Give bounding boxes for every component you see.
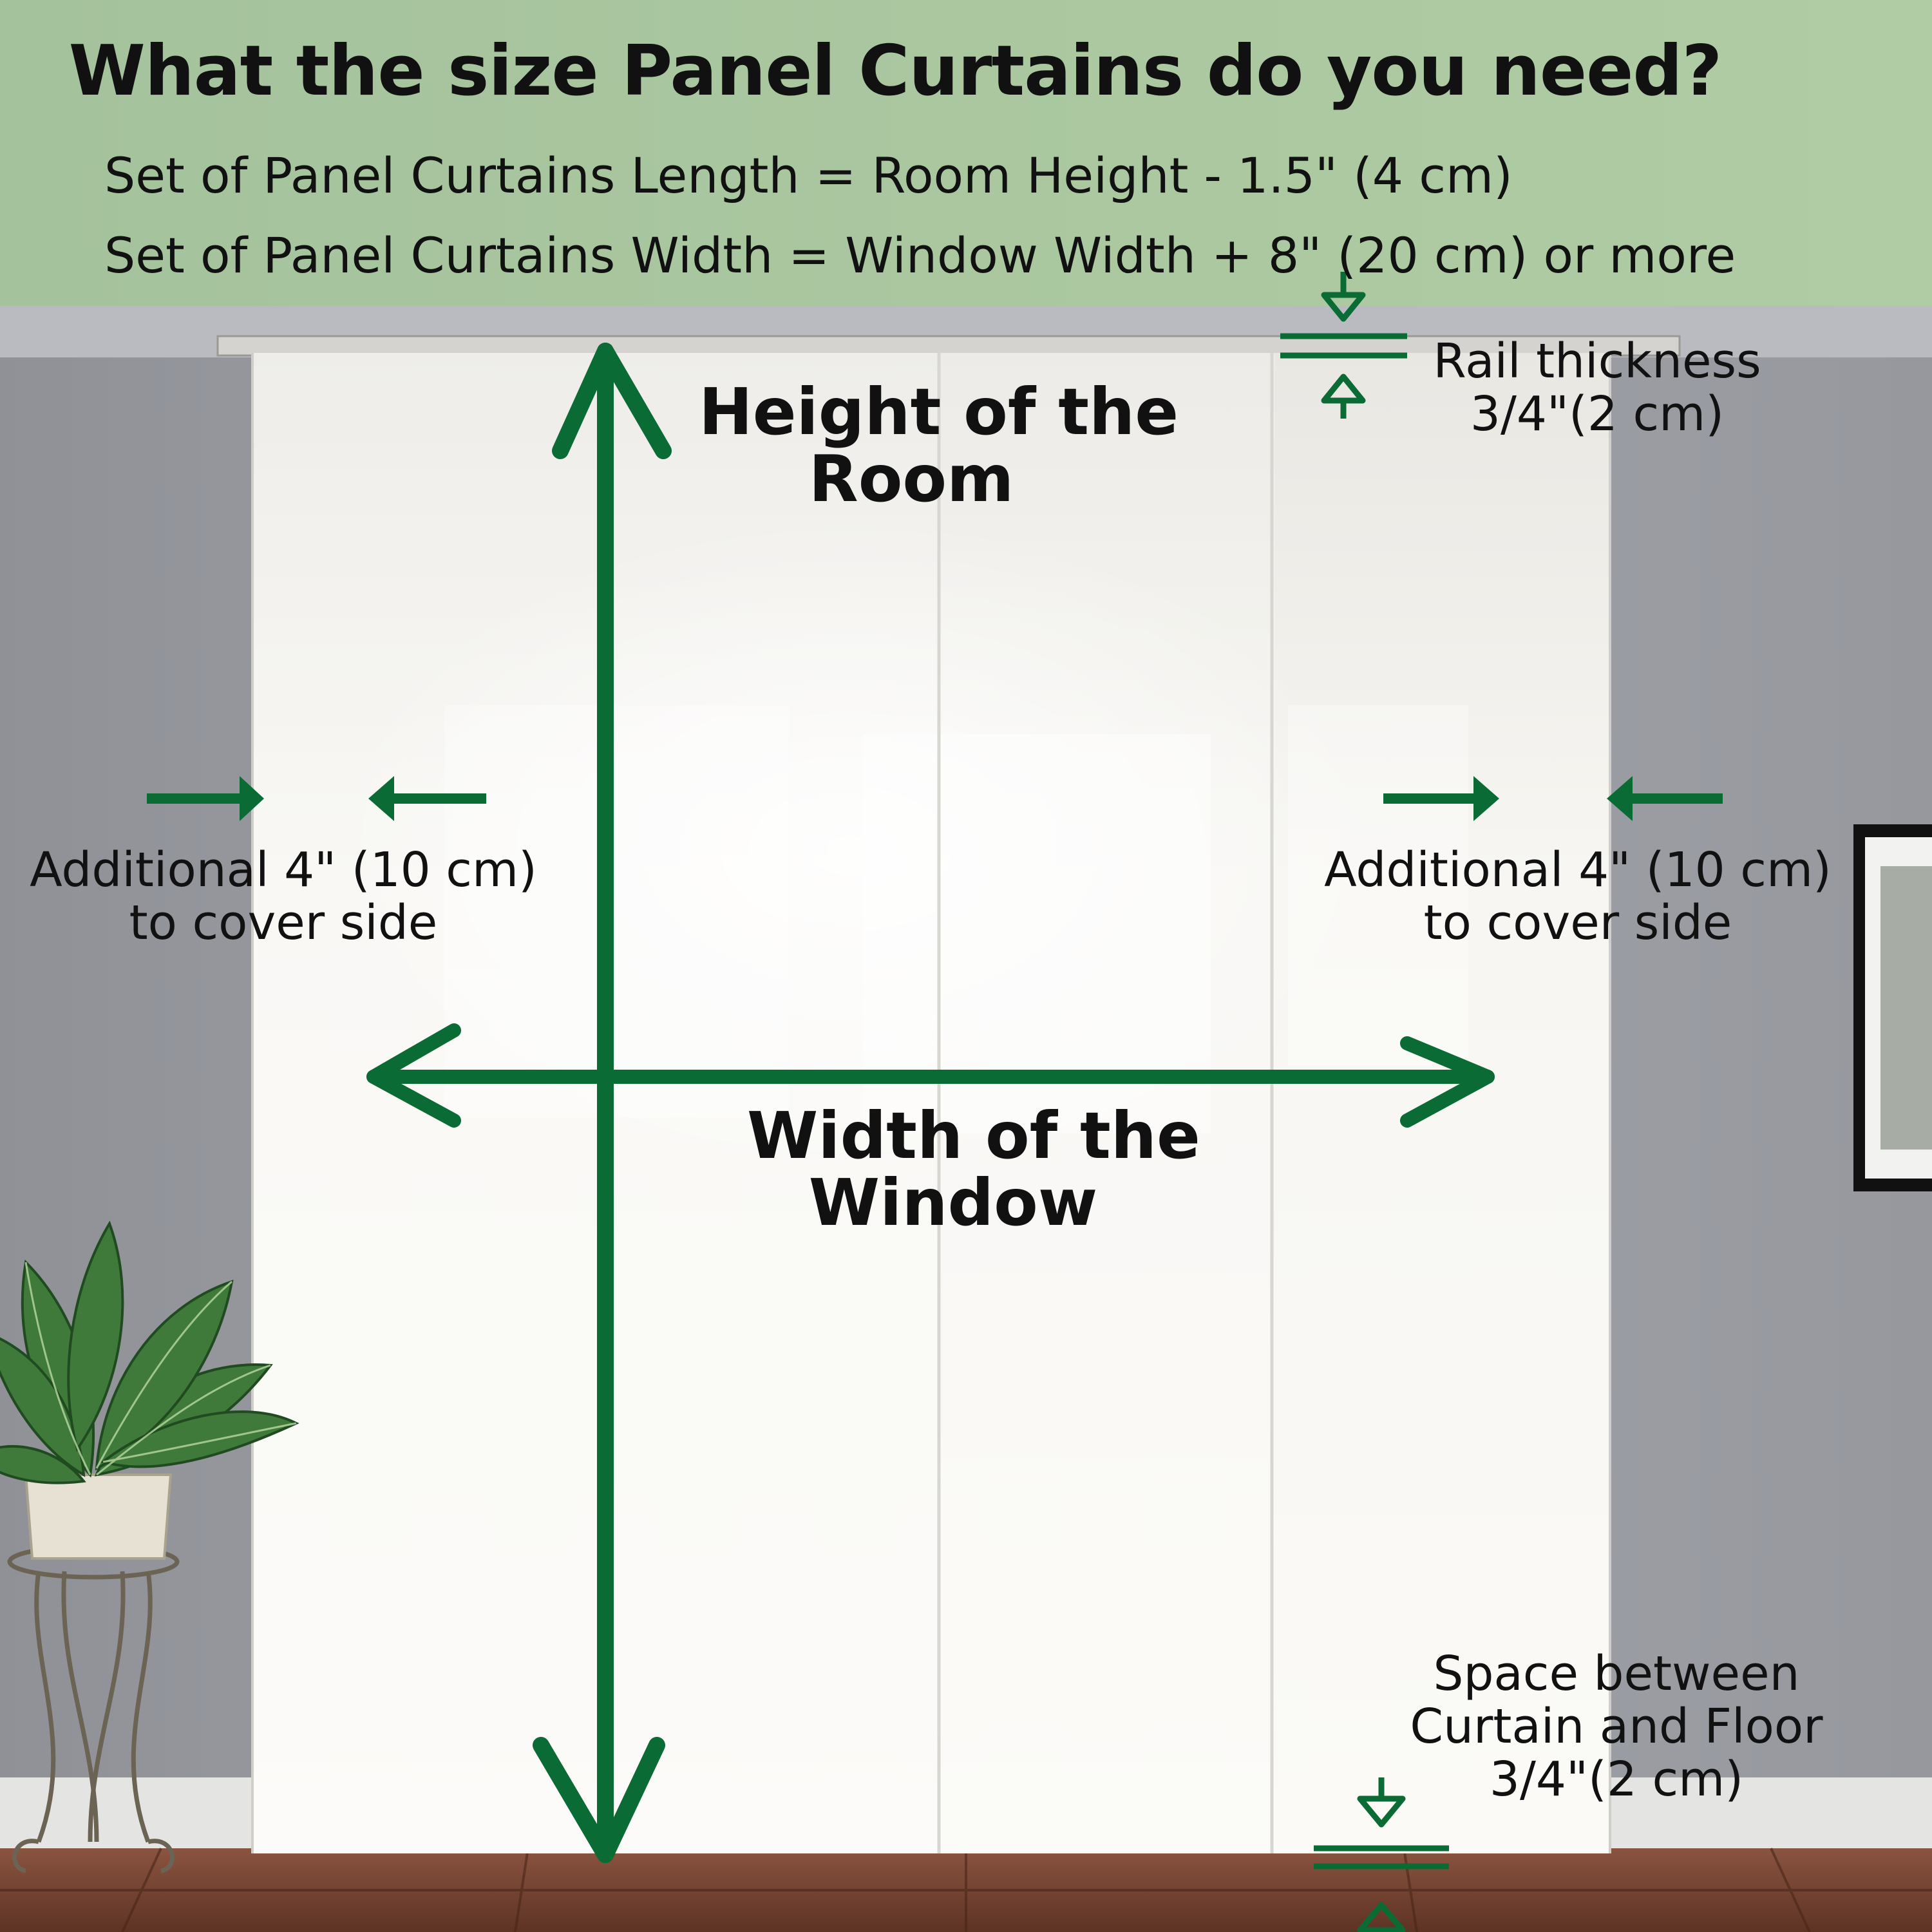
rail-thickness-line2: 3/4"(2 cm) (1470, 386, 1725, 442)
width-label-line2: Window (808, 1165, 1098, 1240)
length-formula: Set of Panel Curtains Length = Room Heig… (104, 147, 1513, 204)
left-side-allowance-arrows (147, 776, 486, 821)
left-side-line2: to cover side (129, 895, 438, 951)
page-title: What the size Panel Curtains do you need… (68, 31, 1723, 111)
rail-thickness-label: Rail thickness 3/4"(2 cm) (1417, 335, 1777, 440)
potted-plant-icon (0, 1220, 299, 1873)
header-band (0, 0, 1932, 306)
left-side-line1: Additional 4" (10 cm) (30, 842, 537, 898)
floor-gap-line2: Curtain and Floor (1410, 1699, 1823, 1754)
width-label-line1: Width of the (747, 1098, 1200, 1173)
curtain-rail (216, 335, 1681, 357)
width-label: Width of the Window (747, 1098, 1200, 1240)
double-vertical-arrow-icon (533, 343, 672, 1863)
curtain-panels (251, 353, 1611, 1853)
floor-gap-label: Space between Curtain and Floor 3/4"(2 c… (1385, 1647, 1848, 1806)
rail-thickness-indicator (1280, 272, 1407, 419)
floor-tile-lines (0, 1848, 1932, 1932)
floor-gap-indicator (1314, 1777, 1449, 1932)
double-horizontal-arrow-icon (366, 1023, 1495, 1128)
rail-thickness-line1: Rail thickness (1433, 334, 1761, 389)
left-side-allowance-label: Additional 4" (10 cm) to cover side (13, 844, 554, 949)
height-label: Height of the Room (699, 374, 1179, 516)
right-side-line2: to cover side (1423, 895, 1732, 951)
right-side-allowance-label: Additional 4" (10 cm) to cover side (1301, 844, 1855, 949)
floor-gap-line3: 3/4"(2 cm) (1489, 1752, 1744, 1807)
width-formula: Set of Panel Curtains Width = Window Wid… (104, 227, 1736, 284)
wall-picture-frame (1853, 824, 1932, 1191)
floor-gap-line1: Space between (1433, 1646, 1800, 1701)
right-side-line1: Additional 4" (10 cm) (1324, 842, 1832, 898)
height-label-line1: Height of the (699, 374, 1179, 450)
right-side-allowance-arrows (1383, 776, 1723, 821)
height-label-line2: Room (808, 441, 1014, 516)
